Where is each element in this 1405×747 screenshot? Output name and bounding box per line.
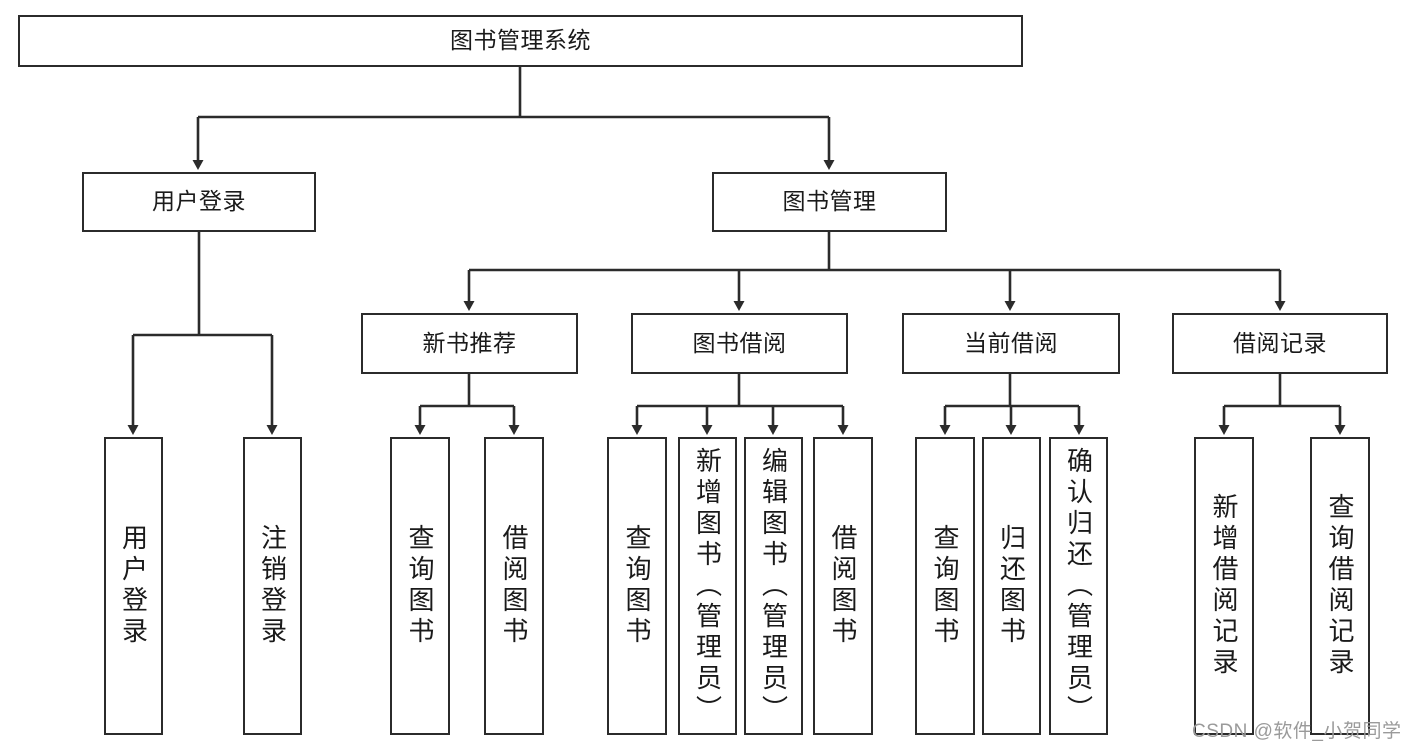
node-leaf-user-logout[interactable]: 注销登录	[243, 437, 302, 735]
node-user-login-label: 用户登录	[152, 188, 246, 215]
node-leaf-edit-book[interactable]: 编辑图书（管理员）	[744, 437, 803, 735]
node-root[interactable]: 图书管理系统	[18, 15, 1023, 67]
node-leaf-query-book-1[interactable]: 查询图书	[390, 437, 450, 735]
node-leaf-user-login[interactable]: 用户登录	[104, 437, 163, 735]
node-leaf-query-record-label: 查询借阅记录	[1325, 493, 1355, 679]
node-leaf-edit-book-label: 编辑图书（管理员）	[758, 446, 789, 726]
node-leaf-query-record[interactable]: 查询借阅记录	[1310, 437, 1370, 735]
node-leaf-borrow-book-1-label: 借阅图书	[499, 524, 529, 648]
node-leaf-query-book-3-label: 查询图书	[930, 524, 960, 648]
node-book-management[interactable]: 图书管理	[712, 172, 947, 232]
node-leaf-borrow-book-2-label: 借阅图书	[828, 524, 858, 648]
node-leaf-query-book-3[interactable]: 查询图书	[915, 437, 975, 735]
node-current-borrow-label: 当前借阅	[964, 329, 1058, 356]
node-leaf-add-book-label: 新增图书（管理员）	[692, 446, 723, 726]
node-leaf-query-book-2-label: 查询图书	[622, 524, 652, 648]
node-leaf-add-record[interactable]: 新增借阅记录	[1194, 437, 1254, 735]
node-borrow-record-label: 借阅记录	[1233, 329, 1327, 356]
node-leaf-return-book-label: 归还图书	[996, 524, 1027, 648]
node-leaf-query-book-1-label: 查询图书	[405, 524, 435, 648]
node-user-login[interactable]: 用户登录	[82, 172, 316, 232]
node-leaf-query-book-2[interactable]: 查询图书	[607, 437, 667, 735]
node-leaf-confirm-return-label: 确认归还（管理员）	[1063, 446, 1094, 726]
node-book-borrow-label: 图书借阅	[692, 329, 787, 356]
node-new-book-recommend[interactable]: 新书推荐	[361, 313, 578, 374]
node-leaf-borrow-book-2[interactable]: 借阅图书	[813, 437, 873, 735]
node-leaf-add-record-label: 新增借阅记录	[1209, 493, 1239, 679]
node-leaf-user-login-label: 用户登录	[118, 524, 149, 648]
node-leaf-user-logout-label: 注销登录	[257, 524, 288, 648]
node-book-borrow[interactable]: 图书借阅	[631, 313, 848, 374]
node-leaf-confirm-return[interactable]: 确认归还（管理员）	[1049, 437, 1108, 735]
node-current-borrow[interactable]: 当前借阅	[902, 313, 1120, 374]
node-book-management-label: 图书管理	[782, 188, 877, 215]
watermark-text: CSDN @软件_小贺同学	[1192, 721, 1402, 742]
node-new-book-recommend-label: 新书推荐	[422, 329, 517, 356]
node-leaf-borrow-book-1[interactable]: 借阅图书	[484, 437, 544, 735]
node-leaf-add-book[interactable]: 新增图书（管理员）	[678, 437, 737, 735]
node-leaf-return-book[interactable]: 归还图书	[982, 437, 1041, 735]
node-borrow-record[interactable]: 借阅记录	[1172, 313, 1388, 374]
node-root-label: 图书管理系统	[450, 27, 591, 54]
